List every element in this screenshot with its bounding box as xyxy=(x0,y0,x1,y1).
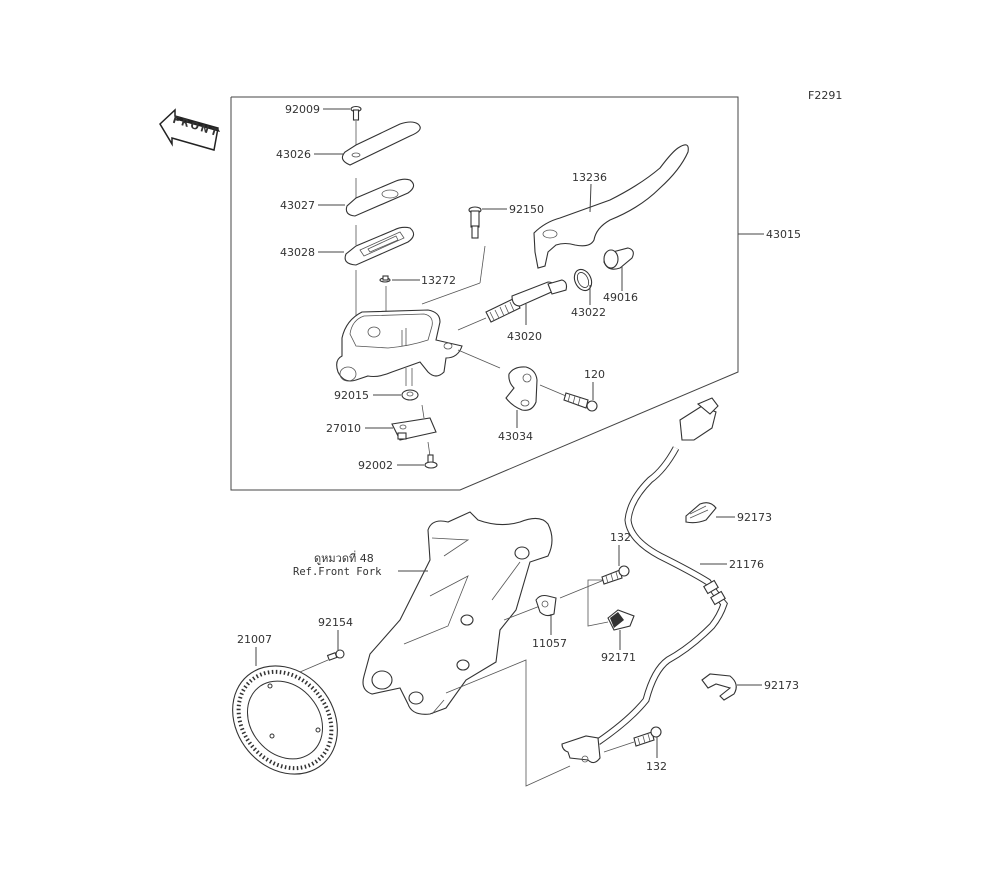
part-43027[interactable] xyxy=(345,178,415,217)
label-43034: 43034 xyxy=(498,430,533,443)
assembly-box xyxy=(230,96,739,491)
label-92009: 92009 xyxy=(285,103,320,116)
part-92154[interactable] xyxy=(326,649,345,661)
label-43015: 43015 xyxy=(766,228,801,241)
part-92009[interactable] xyxy=(350,105,362,121)
part-43034[interactable] xyxy=(505,366,538,411)
label-21176: 21176 xyxy=(729,558,764,571)
label-43028: 43028 xyxy=(280,246,315,259)
front-fork[interactable] xyxy=(362,511,553,715)
part-92015[interactable] xyxy=(401,368,419,401)
part-92002[interactable] xyxy=(424,454,438,469)
label-43022: 43022 xyxy=(571,306,606,319)
ref-label-thai: ดูหมวดที่ 48 xyxy=(314,550,374,565)
part-13272[interactable] xyxy=(379,275,391,283)
part-43028[interactable] xyxy=(344,226,415,266)
part-132-lower[interactable] xyxy=(633,726,662,747)
label-13272: 13272 xyxy=(421,274,456,287)
part-43026[interactable] xyxy=(341,121,421,166)
label-11057: 11057 xyxy=(532,637,567,650)
part-43022[interactable] xyxy=(571,267,595,294)
label-132-lower: 132 xyxy=(646,760,667,773)
part-21176[interactable] xyxy=(561,397,728,764)
label-92015: 92015 xyxy=(334,389,369,402)
part-27010[interactable] xyxy=(391,417,437,441)
part-13236[interactable] xyxy=(533,144,689,269)
ref-label-front-fork[interactable]: Ref.Front Fork xyxy=(293,566,382,578)
part-92173-lower[interactable] xyxy=(701,673,737,701)
part-49016[interactable] xyxy=(603,247,634,270)
label-92150: 92150 xyxy=(509,203,544,216)
part-92150[interactable] xyxy=(468,206,482,239)
part-132-upper[interactable] xyxy=(601,565,630,585)
part-21007[interactable] xyxy=(211,645,359,796)
part-11057[interactable] xyxy=(535,594,557,617)
label-92002: 92002 xyxy=(358,459,393,472)
part-43020[interactable] xyxy=(485,279,568,323)
label-92171: 92171 xyxy=(601,651,636,664)
label-120: 120 xyxy=(584,368,605,381)
label-43026: 43026 xyxy=(276,148,311,161)
label-27010: 27010 xyxy=(326,422,361,435)
figure-code: F2291 xyxy=(808,89,842,102)
label-92173-lower: 92173 xyxy=(764,679,799,692)
label-13236: 13236 xyxy=(572,171,607,184)
part-92171[interactable] xyxy=(607,609,635,631)
label-21007: 21007 xyxy=(237,633,272,646)
label-92154: 92154 xyxy=(318,616,353,629)
label-92173-upper: 92173 xyxy=(737,511,772,524)
master-cylinder-body[interactable] xyxy=(336,309,463,382)
part-120[interactable] xyxy=(563,392,598,412)
front-arrow-icon: FRONT xyxy=(159,108,221,151)
part-92173-upper[interactable] xyxy=(685,502,717,524)
label-132-upper: 132 xyxy=(610,531,631,544)
label-49016: 49016 xyxy=(603,291,638,304)
label-43027: 43027 xyxy=(280,199,315,212)
label-43020: 43020 xyxy=(507,330,542,343)
